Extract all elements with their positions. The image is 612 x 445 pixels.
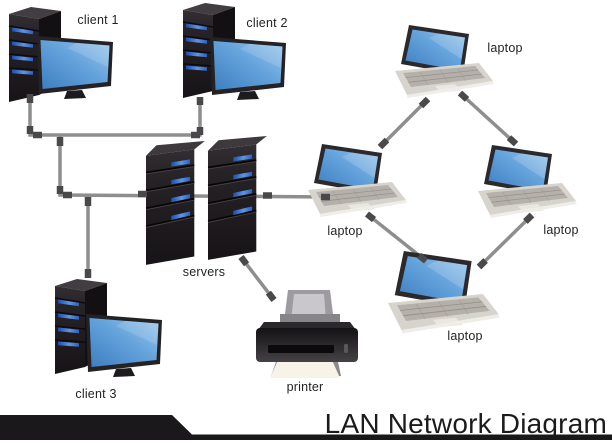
cable-laptopright-laptopbottom: [477, 213, 534, 269]
laptop-bottom-label: laptop: [447, 329, 483, 343]
client3-computer: [54, 278, 162, 377]
laptop-right-label: laptop: [543, 223, 579, 237]
footer-rule: [0, 434, 612, 440]
footer-ribbon: [0, 415, 192, 435]
client2-label: client 2: [246, 16, 288, 30]
laptop-top-device: [394, 24, 495, 99]
client1-label: client 1: [77, 13, 119, 27]
printer-device: [256, 290, 358, 378]
footer-banner: [0, 415, 612, 440]
laptop-left-label: laptop: [327, 224, 363, 238]
cable-connectors: [26, 90, 535, 302]
cable-laptopleft-laptoptop: [378, 97, 430, 149]
diagram-title: LAN Network Diagram: [324, 408, 607, 439]
printer-label: printer: [286, 380, 324, 394]
laptop-top-label: laptop: [487, 41, 523, 55]
laptop-left-device: [307, 143, 408, 218]
cable-laptoptop-laptopright: [458, 91, 518, 146]
client3-label: client 3: [75, 387, 117, 401]
cable-bus-top: [28, 95, 202, 137]
servers-label: servers: [182, 265, 226, 279]
server-rack: [145, 135, 268, 266]
laptop-right-device: [477, 144, 578, 219]
